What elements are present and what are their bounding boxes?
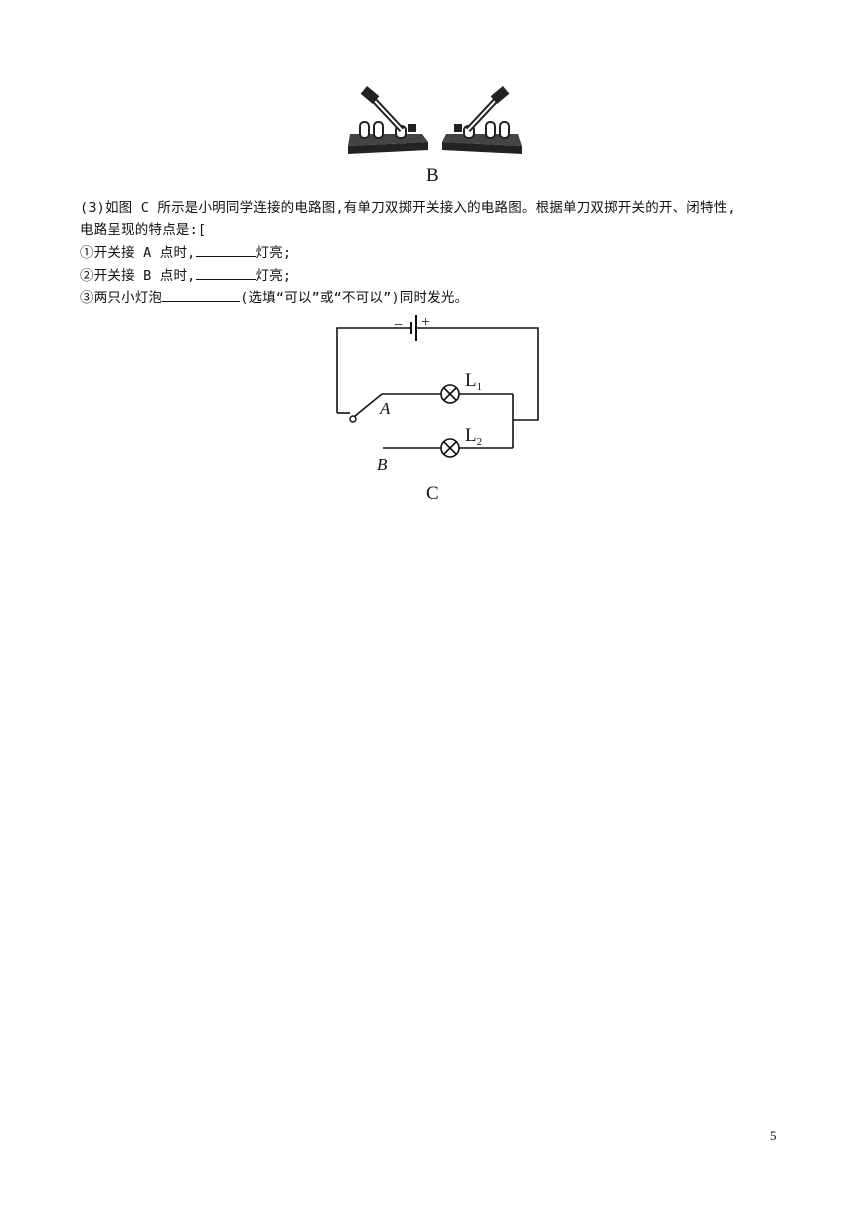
question-item-3: ③两只小灯泡 (选填“可以”或“不可以”)同时发光。: [80, 287, 468, 309]
lamp-l2: [440, 438, 460, 458]
answer-blank-2[interactable]: [195, 265, 256, 280]
question-item-2: ②开关接 B 点时, 灯亮;: [80, 265, 291, 287]
switch-label-a: A: [379, 399, 391, 418]
page-number: 5: [770, 1128, 777, 1143]
lamp-l2-label: L2: [465, 425, 482, 448]
question-line-1: (3)如图 C 所示是小明同学连接的电路图,有单刀双掷开关接入的电路图。根据单刀…: [80, 200, 736, 216]
item-3-suffix: (选填“可以”或“不可以”)同时发光。: [240, 290, 469, 306]
answer-blank-1[interactable]: [195, 242, 256, 257]
item-1-suffix: 灯亮;: [255, 245, 292, 261]
battery-plus-sign: +: [421, 314, 430, 331]
knife-switch-right: [442, 86, 522, 154]
switch-pivot: [349, 415, 357, 423]
question-item-1: ①开关接 A 点时, 灯亮;: [80, 242, 291, 264]
lamp-l1-label: L1: [465, 370, 482, 393]
lamp-l1: [440, 384, 460, 404]
item-2-prefix: ②开关接 B 点时,: [80, 268, 196, 284]
figure-c-caption: C: [426, 483, 439, 504]
item-2-suffix: 灯亮;: [255, 268, 292, 284]
circuit-diagram: − + A B L1 L2: [336, 314, 539, 474]
item-3-prefix: ③两只小灯泡: [80, 290, 163, 306]
answer-blank-3[interactable]: [162, 287, 241, 302]
figure-b-caption: B: [426, 165, 439, 186]
switch-label-b: B: [377, 455, 388, 474]
item-1-prefix: ①开关接 A 点时,: [80, 245, 196, 261]
wire-top-left: [336, 327, 411, 413]
question-line-2: 电路呈现的特点是:[: [80, 222, 207, 238]
battery-minus-sign: −: [394, 317, 403, 334]
knife-switch-left: [348, 86, 428, 154]
knife-switch-figure: [348, 86, 522, 154]
switch-blade: [354, 393, 383, 417]
wire-top-right: [416, 327, 539, 421]
